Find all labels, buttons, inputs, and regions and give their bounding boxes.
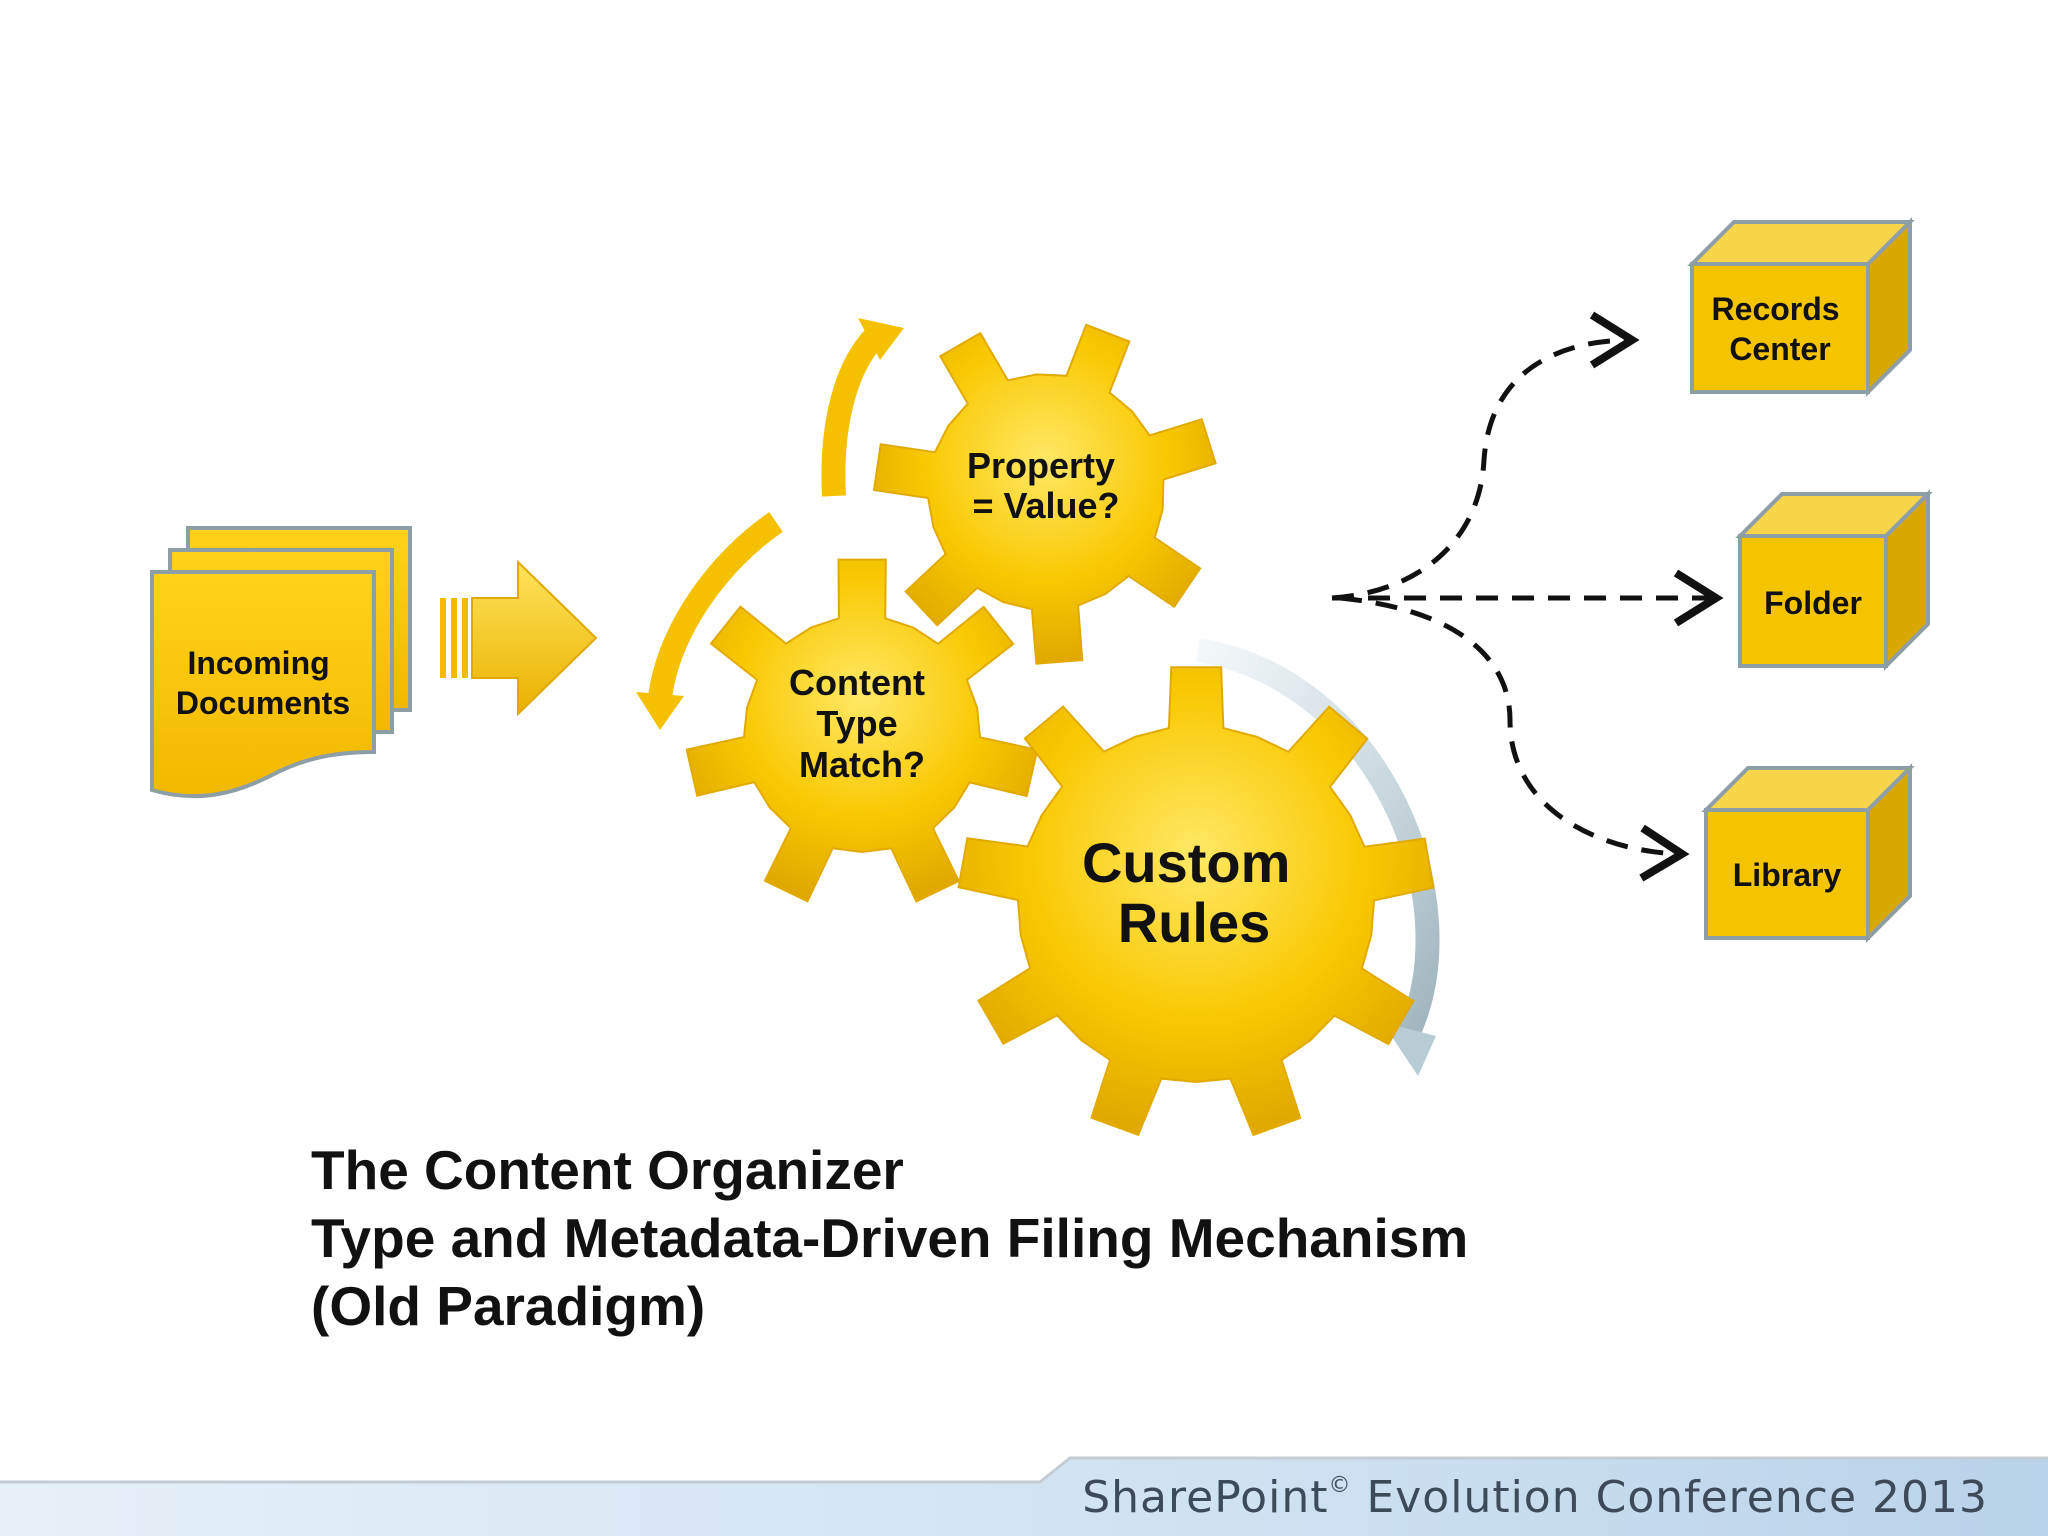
- footer-brand: SharePoint: [1082, 1472, 1329, 1523]
- footer-band: [0, 1458, 2048, 1536]
- routing-arrows: [1331, 311, 1724, 882]
- records-center-label: Records Center: [1712, 291, 1849, 367]
- slide-title: The Content Organizer Type and Metadata-…: [311, 1136, 1468, 1340]
- cycle-arrow-top: [821, 318, 904, 497]
- incoming-documents-stack: Incoming Documents: [150, 526, 412, 799]
- gear-property-value: Property = Value?: [872, 323, 1217, 665]
- silver-cycle-arrow: [1196, 638, 1440, 1076]
- route-to-records-center: [1331, 311, 1640, 601]
- incoming-documents-label: Incoming Documents: [176, 645, 350, 721]
- gear-custom-rules: Custom Rules: [957, 666, 1435, 1137]
- input-block-arrow: [440, 559, 598, 717]
- gear-content-type-match: Content Type Match?: [685, 558, 1039, 903]
- slide-title-line-3: (Old Paradigm): [311, 1275, 706, 1337]
- cycle-arrow-left: [636, 512, 783, 730]
- gear-custom-rules-label: Custom Rules: [1082, 831, 1306, 954]
- library-label: Library: [1733, 857, 1842, 893]
- folder-label: Folder: [1764, 585, 1862, 621]
- folder-box: Folder: [1735, 489, 1933, 671]
- records-center-box: Records Center: [1687, 217, 1915, 397]
- gear-content-type-match-label: Content Type Match?: [789, 662, 935, 785]
- route-to-library: [1339, 595, 1690, 882]
- footer-conference-name: SharePoint© Evolution Conference 2013: [1082, 1472, 1988, 1523]
- library-box: Library: [1701, 763, 1915, 943]
- footer-mark: ©: [1328, 1473, 1352, 1498]
- gear-property-value-label: Property = Value?: [967, 445, 1125, 526]
- footer-band-edge: [0, 1456, 2048, 1484]
- footer-rest: Evolution Conference 2013: [1351, 1472, 1988, 1523]
- slide-title-line-2: Type and Metadata-Driven Filing Mechanis…: [311, 1207, 1469, 1269]
- slide-title-line-1: The Content Organizer: [311, 1139, 904, 1201]
- document-sheet-front: [150, 570, 376, 799]
